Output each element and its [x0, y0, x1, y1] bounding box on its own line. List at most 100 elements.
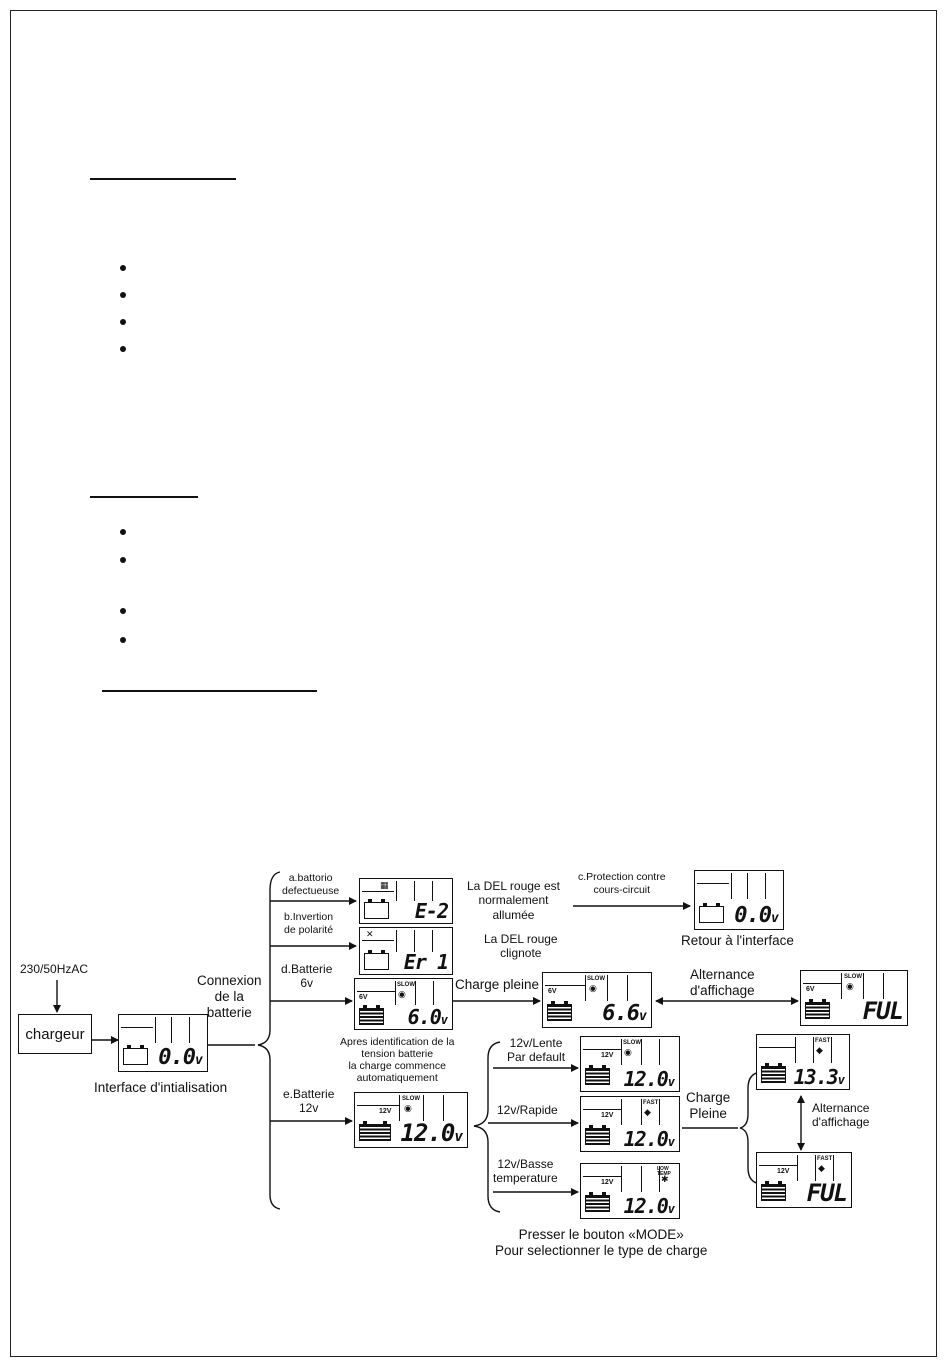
battery-full-icon: [547, 1001, 572, 1021]
connect-label: Connexion de la batterie: [197, 973, 262, 1021]
mode-button-note: Presser le bouton «MODE» Pour selectionn…: [495, 1227, 708, 1259]
battery-icon: [364, 899, 389, 919]
bullet-1: [120, 265, 126, 271]
bullet-7: [120, 608, 126, 614]
snail-icon: ◉: [624, 1047, 632, 1057]
branch-e-label: e.Batterie 12v: [283, 1087, 335, 1116]
lcd-er1-reading: Er 1: [403, 950, 449, 974]
snail-icon: ◉: [846, 981, 854, 991]
init-caption: Interface d'intialisation: [94, 1080, 228, 1095]
lcd-bat12-reading: 12.0: [400, 1119, 456, 1147]
lcd-bat6-reading: 6.0: [407, 1005, 442, 1029]
lcd-e2-reading: E-2: [414, 899, 449, 923]
alternance-6v-label: Alternance d'affichage: [690, 967, 755, 999]
battery-icon: [364, 950, 389, 970]
bullet-5: [120, 529, 126, 535]
snail-icon: ◉: [404, 1103, 412, 1113]
snowflake-icon: ✱: [661, 1174, 669, 1184]
lcd-ful-6v: 6V SLOW ◉ FUL: [800, 970, 908, 1026]
return-caption: Retour à l'interface: [681, 933, 794, 948]
charger-label: chargeur: [25, 1025, 85, 1043]
charger-box: chargeur: [18, 1014, 92, 1054]
lcd-init-unit: v: [195, 1053, 203, 1068]
lcd-full-6v: 6V SLOW ◉ 6.6v: [542, 972, 652, 1028]
battery-full-icon: [359, 1121, 391, 1141]
bullet-4: [120, 346, 126, 352]
fast-mode-label: 12v/Rapide: [497, 1103, 558, 1117]
lcd-12v-fast: 12V FAST ◆ 12.0v: [580, 1096, 680, 1152]
lcd-full6-unit: v: [639, 1009, 647, 1024]
lcd-fast12-reading: 12.0: [623, 1127, 669, 1151]
lcd-ful6-voltage-badge: 6V: [806, 986, 815, 993]
lcd-bat12-voltage-badge: 12V: [379, 1108, 392, 1115]
lcd-full6-mode-badge: SLOW: [587, 976, 605, 982]
lcd-slow12-unit: v: [667, 1075, 675, 1089]
battery-full-icon: [585, 1125, 610, 1145]
bullet-2: [120, 292, 126, 298]
lcd-fast12-voltage-badge: 12V: [601, 1112, 614, 1119]
slow-mode-label: 12v/Lente Par default: [507, 1036, 566, 1065]
full-charge-6v-label: Charge pleine: [455, 977, 540, 992]
section-heading-2-underline: [90, 496, 198, 498]
lcd-fast12-mode-badge: FAST: [643, 1100, 659, 1106]
full-charge-12v-label: Charge Pleine: [686, 1090, 731, 1122]
lcd-full6-reading: 6.6: [602, 1001, 640, 1026]
section-heading-1-underline: [90, 178, 236, 180]
low-temp-mode-label: 12v/Basse temperature: [493, 1157, 558, 1186]
lcd-bat12-mode-badge: SLOW: [402, 1096, 420, 1102]
section-heading-3-underline: [102, 690, 317, 692]
lcd-bat6-voltage-badge: 6V: [359, 994, 368, 1001]
led-blink-note: La DEL rouge clignote: [484, 932, 558, 961]
lcd-init: 0.0v: [118, 1014, 208, 1072]
lcd-bat6-unit: v: [440, 1013, 448, 1027]
lcd-bat6-mode-badge: SLOW: [397, 982, 415, 988]
lcd-ful6-mode-badge: SLOW: [844, 974, 862, 980]
defect-icon: ▦: [380, 880, 389, 890]
lcd-slow12-voltage-badge: 12V: [601, 1052, 614, 1059]
lcd-slow12-mode-badge: SLOW: [623, 1040, 641, 1046]
snail-icon: ◉: [398, 989, 406, 999]
bullet-8: [120, 637, 126, 643]
lcd-short-reading: 0.0: [734, 903, 772, 928]
lcd-lowtemp12-mode-badge: LOW TEMP: [657, 1166, 671, 1177]
lcd-full-12v: FAST ◆ 13.3v: [756, 1034, 850, 1090]
protection-label: c.Protection contre cours-circuit: [578, 871, 666, 896]
lcd-ful12-mode-badge: FAST: [817, 1156, 833, 1162]
rabbit-icon: ◆: [644, 1107, 651, 1117]
rabbit-icon: ◆: [818, 1163, 825, 1173]
snail-icon: ◉: [589, 983, 597, 993]
lcd-12v-low-temp: 12V LOW TEMP ✱ 12.0v: [580, 1163, 680, 1219]
lcd-full6-voltage-badge: 6V: [548, 988, 557, 995]
page-frame: [10, 10, 937, 1357]
lcd-ful6-reading: FUL: [862, 997, 904, 1025]
lcd-12v-slow: 12V SLOW ◉ 12.0v: [580, 1036, 680, 1092]
led-on-note: La DEL rouge est normalement allumée: [467, 879, 560, 922]
lcd-init-reading: 0.0: [158, 1045, 196, 1070]
lcd-full12-mode-badge: FAST: [815, 1038, 831, 1044]
branch-b-label: b.Invertion de polarité: [284, 911, 334, 936]
lcd-ful-12v: 12V FAST ◆ FUL: [756, 1152, 852, 1208]
source-label: 230/50HzAC: [20, 962, 89, 976]
battery-full-icon: [761, 1181, 786, 1201]
lcd-lowtemp12-reading: 12.0: [623, 1194, 669, 1218]
lcd-fast12-unit: v: [667, 1135, 675, 1149]
branch-d-label: d.Batterie 6v: [281, 962, 333, 991]
battery-full-icon: [805, 999, 830, 1019]
lcd-ful12-voltage-badge: 12V: [777, 1168, 790, 1175]
battery-full-icon: [359, 1005, 384, 1025]
battery-icon: [699, 903, 724, 923]
lcd-lowtemp12-unit: v: [667, 1202, 675, 1216]
battery-full-icon: [585, 1192, 610, 1212]
battery-icon: [123, 1045, 148, 1065]
lcd-battery-6v: 6V SLOW ◉ 6.0v: [354, 978, 453, 1030]
lcd-bat12-unit: v: [454, 1129, 463, 1145]
lcd-short-unit: v: [771, 911, 779, 926]
lcd-full12-unit: v: [837, 1073, 845, 1087]
lcd-short-circuit: 0.0v: [694, 870, 784, 930]
bullet-3: [120, 319, 126, 325]
branch-a-label: a.battorio defectueuse: [282, 872, 340, 897]
alternance-12v-label: Alternance d'affichage: [812, 1101, 870, 1130]
auto-charge-note: Apres identification de la tension batte…: [340, 1036, 455, 1085]
lcd-error-er1: ✕ Er 1: [359, 927, 453, 975]
